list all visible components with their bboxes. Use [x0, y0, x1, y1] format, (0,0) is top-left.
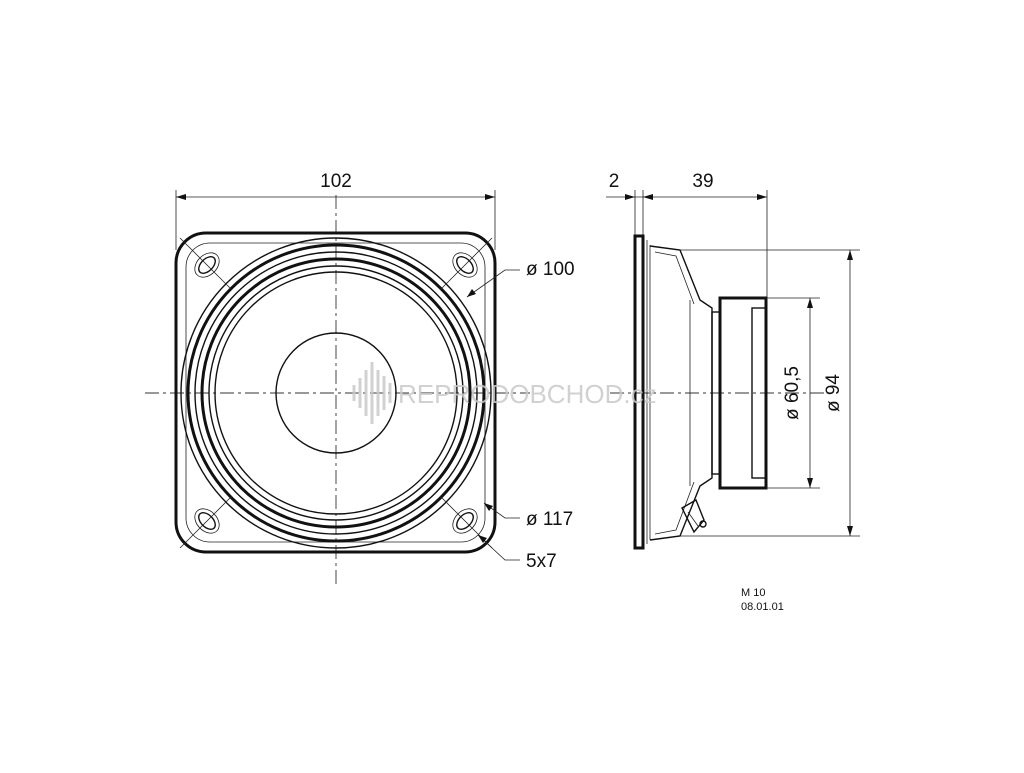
watermark: REPRODOBCHOD.cz: [352, 362, 657, 424]
date-label: 08.01.01: [741, 601, 784, 613]
mounting-hole-leader: [477, 534, 520, 561]
dust-cap: [275, 332, 397, 454]
hole-circle-diameter-label: ø 117: [526, 509, 573, 530]
frame-outer: [174, 231, 497, 554]
depth-label: 39: [692, 171, 713, 192]
magnet-diameter-label: ø 60,5: [782, 366, 803, 420]
surround-ring-1: [180, 237, 492, 549]
surround-ring-4: [200, 257, 472, 529]
front-view: 102: [145, 171, 575, 585]
model-label: M 10: [741, 587, 765, 599]
side-view: 2 39 ø 60,5 ø 94: [606, 171, 860, 550]
side-flange: [633, 234, 645, 550]
surround-ring-5: [208, 265, 464, 521]
cone-diameter-label: ø 100: [526, 259, 575, 280]
watermark-text: REPRODOBCHOD.cz: [398, 379, 657, 409]
cutout-diameter-label: ø 94: [823, 374, 844, 412]
cone-outer-edge: [214, 271, 458, 515]
width-arrow-right: [485, 194, 495, 200]
magnet-plate-back: [751, 307, 767, 479]
watermark-waveform-icon: [352, 362, 392, 424]
mounting-hole-bottom-left: [179, 495, 233, 549]
front-width-label: 102: [320, 171, 352, 192]
surround-ring-3: [194, 251, 478, 535]
mounting-hole-top-right: [439, 237, 493, 291]
mounting-hole-top-left: [179, 237, 233, 291]
title-block: M 10 08.01.01: [741, 587, 784, 613]
mounting-hole-size-label: 5x7: [526, 551, 557, 572]
cone-diameter-leader: [466, 269, 520, 298]
flange-thickness-label: 2: [609, 171, 620, 192]
terminal-connector: [681, 498, 707, 534]
width-arrow-left: [176, 194, 186, 200]
surround-ring-2: [186, 243, 486, 543]
